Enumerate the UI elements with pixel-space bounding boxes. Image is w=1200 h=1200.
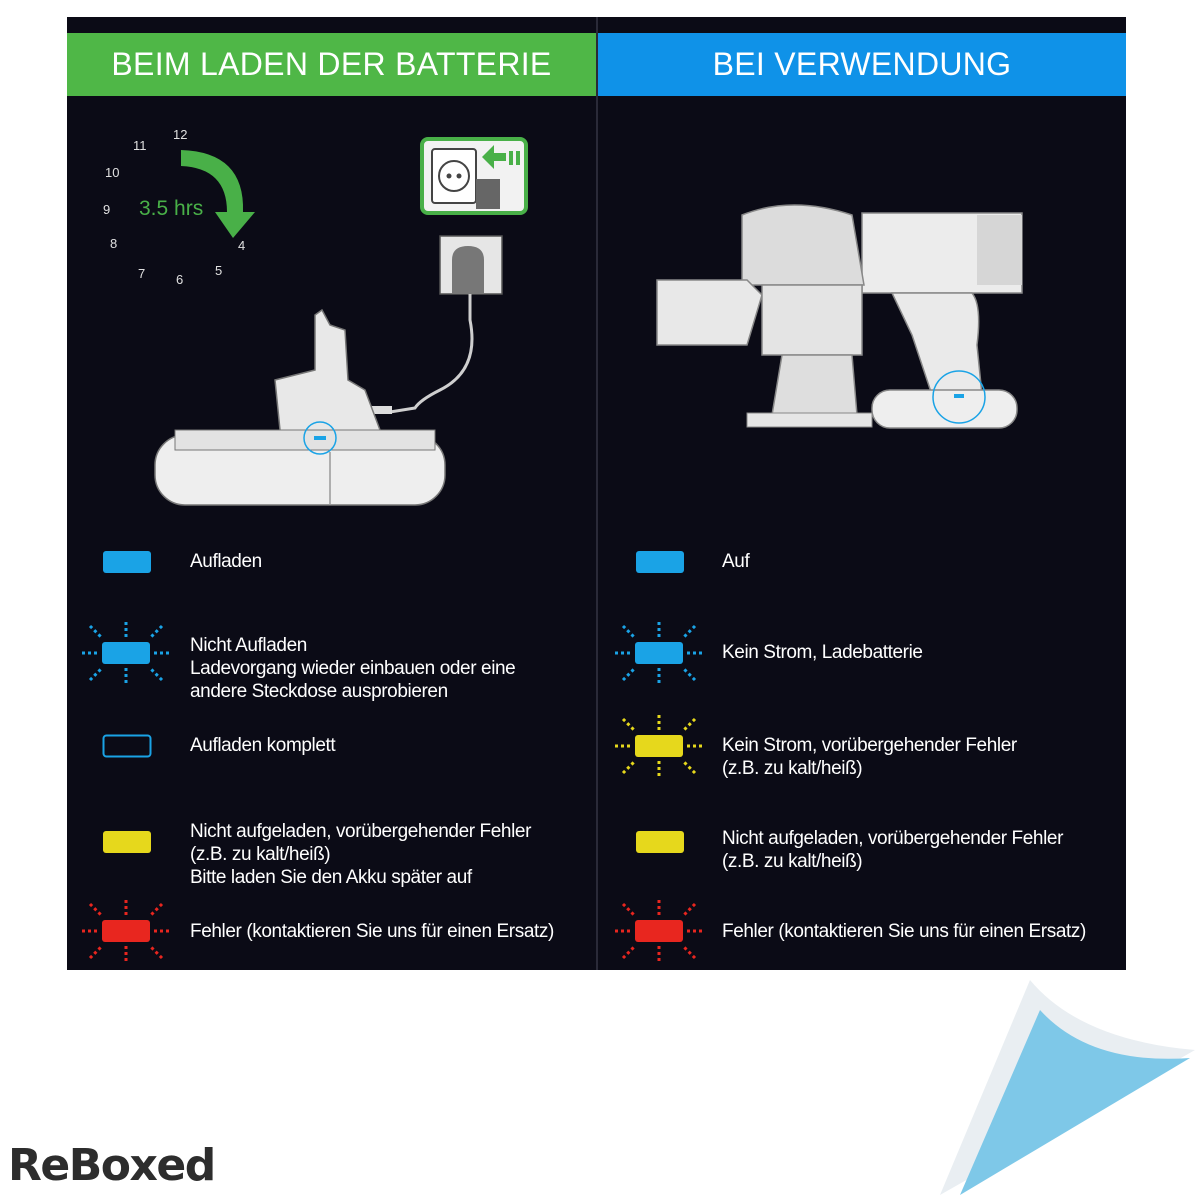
charger-cable bbox=[389, 294, 474, 414]
legend-line: (z.B. zu kalt/heiß) bbox=[722, 758, 863, 779]
legend-error: Fehler (kontaktieren Sie uns für einen E… bbox=[722, 920, 1086, 943]
column-divider bbox=[596, 17, 598, 970]
clock-number-8: 8 bbox=[110, 236, 117, 251]
led-blue-solid-icon bbox=[636, 551, 684, 573]
legend-line: Ladevorgang wieder einbauen oder eine bbox=[190, 658, 516, 679]
legend-line: Nicht aufgeladen, vorübergehender Fehler bbox=[722, 828, 1064, 849]
legend-line: andere Steckdose ausprobieren bbox=[190, 681, 448, 702]
legend-line: Bitte laden Sie den Akku später auf bbox=[190, 867, 472, 888]
legend-line: (z.B. zu kalt/heiß) bbox=[722, 851, 863, 872]
clock-number-11: 11 bbox=[133, 138, 147, 153]
legend-no-power-charge: Kein Strom, Ladebatterie bbox=[722, 641, 923, 664]
led-blue-solid-icon bbox=[103, 551, 151, 573]
in-use-header: BEI VERWENDUNG bbox=[598, 33, 1126, 96]
charging-header: BEIM LADEN DER BATTERIE bbox=[67, 33, 596, 96]
page-curl-decoration bbox=[940, 980, 1195, 1195]
legend-on: Auf bbox=[722, 550, 750, 573]
vacuum-illustration bbox=[656, 204, 1023, 429]
legend-charging-complete: Aufladen komplett bbox=[190, 734, 336, 757]
clock-illustration: 12 4 5 6 7 8 9 10 11 3.5 hrs bbox=[103, 127, 255, 287]
battery-charger-illustration bbox=[154, 235, 503, 506]
led-red-flashing-icon bbox=[82, 900, 170, 962]
led-yellow-solid-icon bbox=[103, 831, 151, 853]
legend-temporary-fault: Nicht aufgeladen, vorübergehender Fehler… bbox=[722, 827, 1063, 873]
legend-line: Aufladen bbox=[190, 551, 262, 572]
led-red-flashing-icon bbox=[615, 900, 703, 962]
brand-logo: ReBoxed bbox=[8, 1140, 216, 1191]
legend-line: Kein Strom, vorübergehender Fehler bbox=[722, 735, 1017, 756]
legend-line: Nicht aufgeladen, vorübergehender Fehler bbox=[190, 821, 532, 842]
led-blue-flashing-icon bbox=[82, 622, 170, 684]
clock-arrow bbox=[181, 150, 255, 238]
clock-number-5: 5 bbox=[215, 263, 222, 278]
legend-line: Kein Strom, Ladebatterie bbox=[722, 642, 923, 663]
clock-number-6: 6 bbox=[176, 272, 183, 287]
clock-number-12: 12 bbox=[173, 127, 187, 142]
legend-line: Nicht Aufladen bbox=[190, 635, 307, 656]
led-yellow-flashing-icon bbox=[615, 715, 703, 777]
legend-charging: Aufladen bbox=[190, 550, 262, 573]
clock-duration: 3.5 hrs bbox=[139, 197, 203, 220]
wall-socket-icon bbox=[420, 137, 528, 215]
legend-line: Aufladen komplett bbox=[190, 735, 336, 756]
legend-temporary-fault: Nicht aufgeladen, vorübergehender Fehler… bbox=[190, 820, 531, 889]
led-yellow-solid-icon bbox=[636, 831, 684, 853]
legend-line: Auf bbox=[722, 551, 750, 572]
legend-line: (z.B. zu kalt/heiß) bbox=[190, 844, 331, 865]
clock-number-10: 10 bbox=[105, 165, 119, 180]
legend-line: Fehler (kontaktieren Sie uns für einen E… bbox=[722, 921, 1086, 942]
legend-error: Fehler (kontaktieren Sie uns für einen E… bbox=[190, 920, 554, 943]
legend-not-charging: Nicht Aufladen Ladevorgang wieder einbau… bbox=[190, 634, 516, 703]
legend-line: Fehler (kontaktieren Sie uns für einen E… bbox=[190, 921, 554, 942]
legend-no-power-fault: Kein Strom, vorübergehender Fehler (z.B.… bbox=[722, 734, 1017, 780]
led-blue-flashing-icon bbox=[615, 622, 703, 684]
clock-number-9: 9 bbox=[103, 202, 110, 217]
led-blue-outline-icon bbox=[102, 734, 152, 758]
clock-number-7: 7 bbox=[138, 266, 145, 281]
clock-number-4: 4 bbox=[238, 238, 245, 253]
